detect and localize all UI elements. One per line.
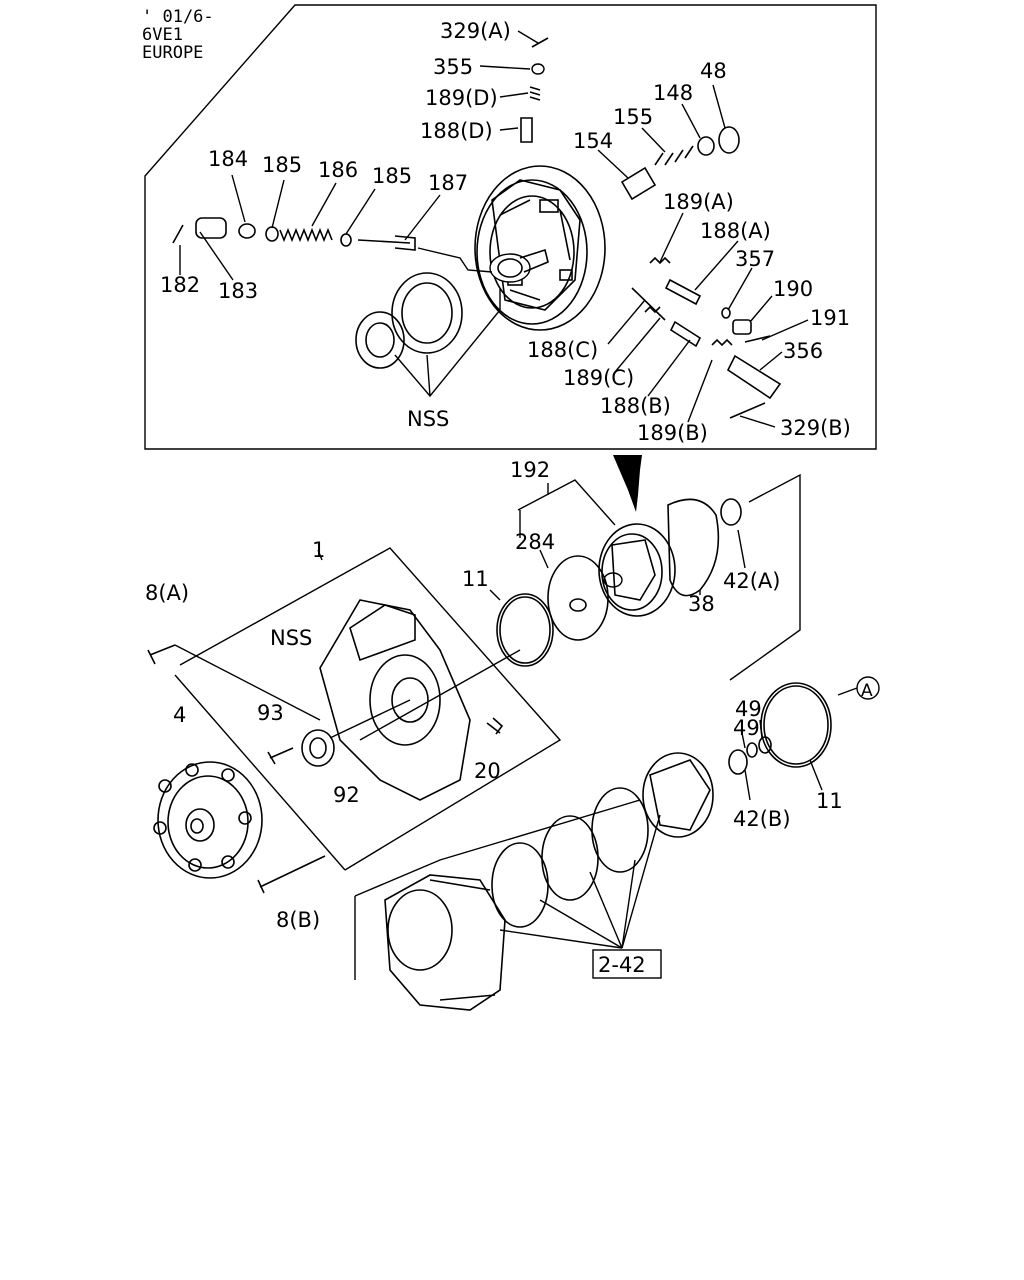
label-183: 183 [218, 279, 258, 303]
label-8a: 8(A) [145, 581, 189, 605]
clutch-plate-3 [491, 842, 549, 928]
label-nss-lower: NSS [270, 626, 312, 650]
header-model: 6VE1 [142, 25, 183, 45]
bolt-93 [267, 747, 294, 765]
label-188d: 188(D) [420, 119, 493, 143]
ring-11-lower-inner [763, 685, 829, 765]
ring-42b [728, 749, 748, 775]
seal-92 [301, 729, 335, 767]
label-185-second: 185 [372, 164, 412, 188]
direction-wedge [613, 455, 642, 512]
label-nss-upper: NSS [407, 407, 449, 431]
label-191: 191 [810, 306, 850, 330]
plate-284 [547, 555, 609, 641]
top-valve-stack [520, 37, 549, 143]
pump-assembly-192 [598, 523, 676, 617]
clutch-piston [642, 752, 714, 838]
label-188b: 188(B) [600, 394, 671, 418]
label-186: 186 [318, 158, 358, 182]
lower-bracket-lines [174, 473, 858, 980]
ring-49-inner [746, 742, 758, 758]
label-192: 192 [510, 458, 550, 482]
ring-11-upper-inner [499, 596, 551, 664]
label-48: 48 [700, 59, 727, 83]
label-2-42: 2-42 [598, 953, 646, 977]
label-42a: 42(A) [723, 569, 780, 593]
ref-2-42-leaders [499, 814, 661, 949]
label-189c: 189(C) [563, 366, 634, 390]
label-284: 284 [515, 530, 555, 554]
ring-11-lower [760, 682, 832, 768]
label-189a: 189(A) [663, 190, 734, 214]
bolt-8a [147, 644, 176, 665]
label-92: 92 [333, 783, 360, 807]
right-top-valve-parts [620, 126, 740, 201]
label-42b: 42(B) [733, 807, 791, 831]
label-184: 184 [208, 147, 248, 171]
inset-frame [144, 4, 877, 450]
label-8b: 8(B) [276, 908, 320, 932]
ring-11-upper [496, 593, 554, 667]
upper-leader-lines [179, 30, 809, 428]
label-38: 38 [688, 592, 715, 616]
label-329b: 329(B) [780, 416, 851, 440]
label-4: 4 [173, 703, 186, 727]
label-189b: 189(B) [637, 421, 708, 445]
header-date: ' 01/6- [142, 7, 214, 27]
clutch-plate-2 [541, 815, 599, 901]
right-bottom-valve-parts [631, 256, 782, 419]
ring-49-outer [758, 736, 772, 754]
label-356: 356 [783, 339, 823, 363]
label-11-upper: 11 [462, 567, 489, 591]
label-182: 182 [160, 273, 200, 297]
gasket-38 [667, 498, 720, 597]
bolt-20 [486, 717, 504, 735]
label-11-lower: 11 [816, 789, 843, 813]
label-93: 93 [257, 701, 284, 725]
label-1: 1 [312, 538, 325, 562]
label-188a: 188(A) [700, 219, 771, 243]
torque-converter-4 [153, 761, 263, 879]
label-189d: 189(D) [425, 86, 498, 110]
pump-cover-assembly [474, 165, 606, 331]
label-148: 148 [653, 81, 693, 105]
bolt-8b [257, 855, 326, 894]
label-20: 20 [474, 759, 501, 783]
label-355: 355 [433, 55, 473, 79]
ref-2-42-box [592, 949, 662, 979]
ring-42a [720, 498, 742, 526]
label-190: 190 [773, 277, 813, 301]
label-188c: 188(C) [527, 338, 598, 362]
label-185-first: 185 [262, 153, 302, 177]
label-329a: 329(A) [440, 19, 511, 43]
seal-92-inner [309, 737, 327, 759]
ref-a-circle [856, 676, 880, 700]
label-187: 187 [428, 171, 468, 195]
label-49-second: 49 [735, 697, 762, 721]
label-ref-a: A [861, 681, 873, 701]
label-357: 357 [735, 247, 775, 271]
converter-housing-1 [319, 599, 471, 801]
plate-284-hole [569, 598, 587, 612]
pump-gear-rings [355, 272, 463, 369]
label-155: 155 [613, 105, 653, 129]
transmission-case [384, 874, 506, 1011]
label-49-first: 49 [733, 716, 760, 740]
clutch-plate-1 [591, 787, 649, 873]
header-region: EUROPE [142, 43, 203, 63]
label-154: 154 [573, 129, 613, 153]
